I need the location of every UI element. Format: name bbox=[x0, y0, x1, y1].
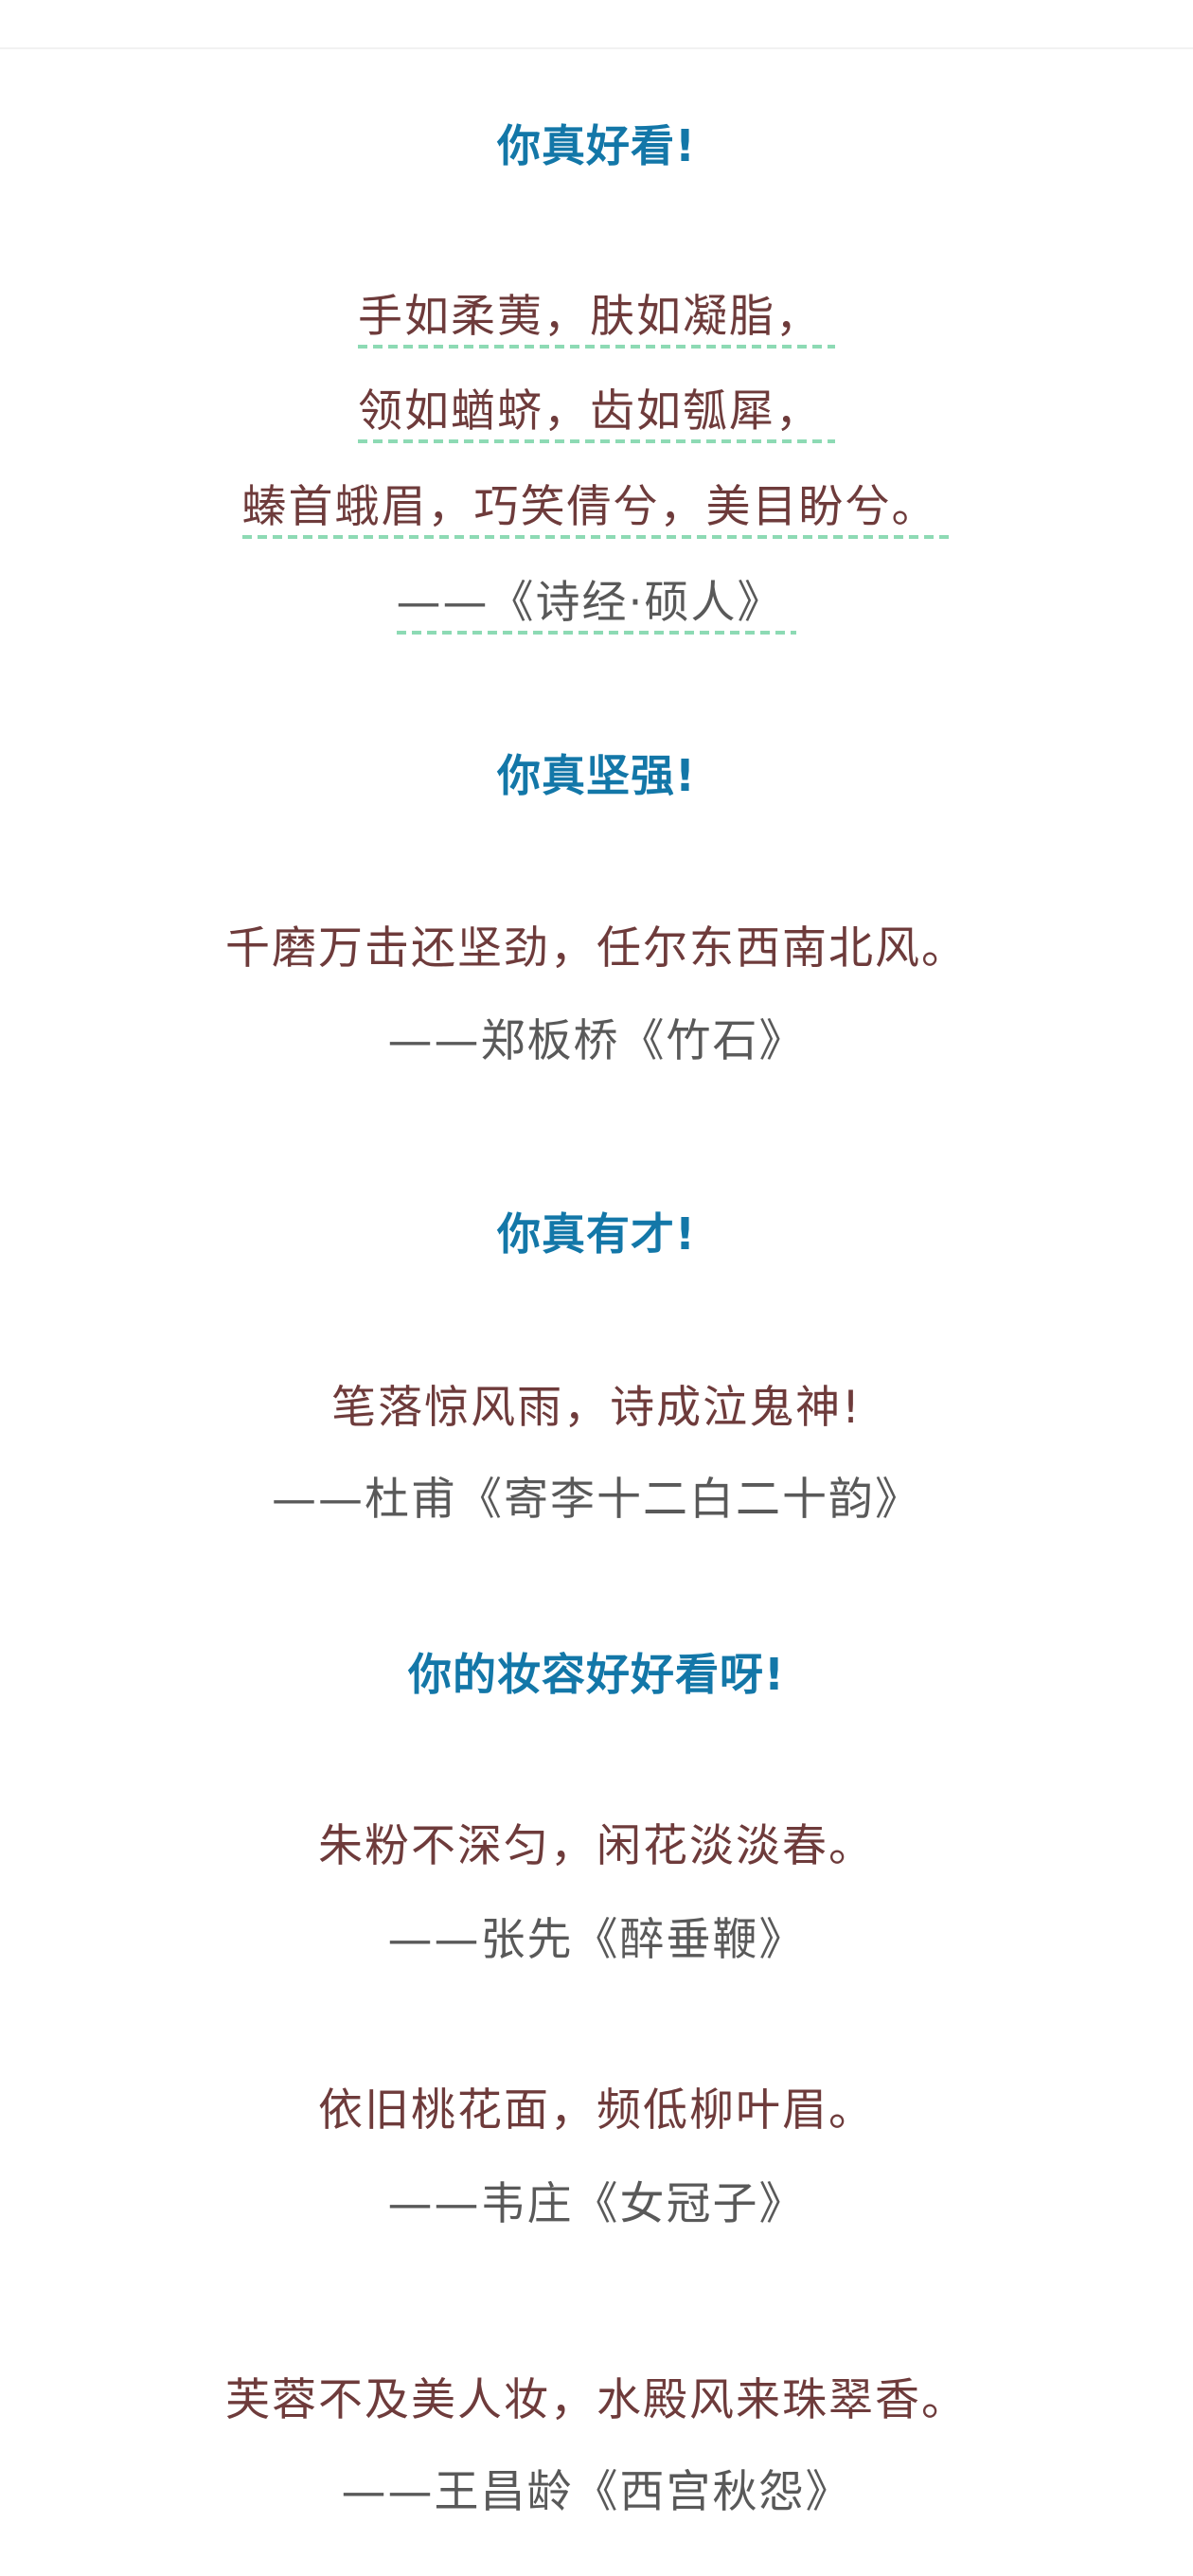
verse-text: 领如蝤蛴，齿如瓠犀， bbox=[358, 389, 835, 443]
verse-text: 笔落惊风雨，诗成泣鬼神! bbox=[331, 1382, 862, 1434]
source-line: ——王昌龄《西宫秋怨》 bbox=[0, 2470, 1193, 2514]
section-heading-strong: 你真坚强! bbox=[0, 754, 1193, 797]
verse-line: 依旧桃花面，频低柳叶眉。 bbox=[0, 2088, 1193, 2133]
verse-line: 螓首蛾眉，巧笑倩兮，美目盼兮。 bbox=[0, 485, 1193, 539]
verse-text: 依旧桃花面，频低柳叶眉。 bbox=[318, 2084, 875, 2137]
top-divider bbox=[0, 47, 1193, 49]
source-line: ——郑板桥《竹石》 bbox=[0, 1019, 1193, 1064]
section-heading-beautiful: 你真好看! bbox=[0, 124, 1193, 168]
verse-line: 芙蓉不及美人妆，水殿风来珠翠香。 bbox=[0, 2378, 1193, 2423]
heading-text: 你真好看! bbox=[497, 120, 696, 171]
heading-text: 你的妆容好好看呀! bbox=[408, 1649, 785, 1700]
source-text: ——韦庄《女冠子》 bbox=[387, 2178, 806, 2230]
source-text: ——张先《醉垂鞭》 bbox=[387, 1914, 806, 1966]
heading-text: 你真有才! bbox=[497, 1208, 696, 1260]
verse-line: 千磨万击还坚劲，任尔东西南北风。 bbox=[0, 926, 1193, 971]
verse-text: 芙蓉不及美人妆，水殿风来珠翠香。 bbox=[225, 2374, 968, 2426]
verse-line: 笔落惊风雨，诗成泣鬼神! bbox=[0, 1386, 1193, 1430]
source-text: ——《诗经·硕人》 bbox=[396, 581, 797, 635]
heading-text: 你真坚强! bbox=[497, 750, 696, 801]
section-heading-talented: 你真有才! bbox=[0, 1212, 1193, 1256]
source-line: ——《诗经·硕人》 bbox=[0, 581, 1193, 635]
verse-line: 手如柔荑，肤如凝脂， bbox=[0, 295, 1193, 349]
source-text: ——郑板桥《竹石》 bbox=[387, 1015, 806, 1067]
verse-line: 朱粉不深匀，闲花淡淡春。 bbox=[0, 1824, 1193, 1869]
verse-text: 手如柔荑，肤如凝脂， bbox=[358, 295, 835, 349]
source-text: ——王昌龄《西宫秋怨》 bbox=[341, 2466, 852, 2518]
source-line: ——韦庄《女冠子》 bbox=[0, 2182, 1193, 2227]
source-text: ——杜甫《寄李十二白二十韵》 bbox=[272, 1474, 921, 1526]
source-line: ——张先《醉垂鞭》 bbox=[0, 1918, 1193, 1962]
verse-text: 螓首蛾眉，巧笑倩兮，美目盼兮。 bbox=[241, 485, 952, 539]
verse-text: 千磨万击还坚劲，任尔东西南北风。 bbox=[225, 922, 968, 975]
source-line: ——杜甫《寄李十二白二十韵》 bbox=[0, 1477, 1193, 1522]
section-heading-makeup: 你的妆容好好看呀! bbox=[0, 1653, 1193, 1696]
verse-line: 领如蝤蛴，齿如瓠犀， bbox=[0, 389, 1193, 443]
verse-text: 朱粉不深匀，闲花淡淡春。 bbox=[318, 1820, 875, 1872]
